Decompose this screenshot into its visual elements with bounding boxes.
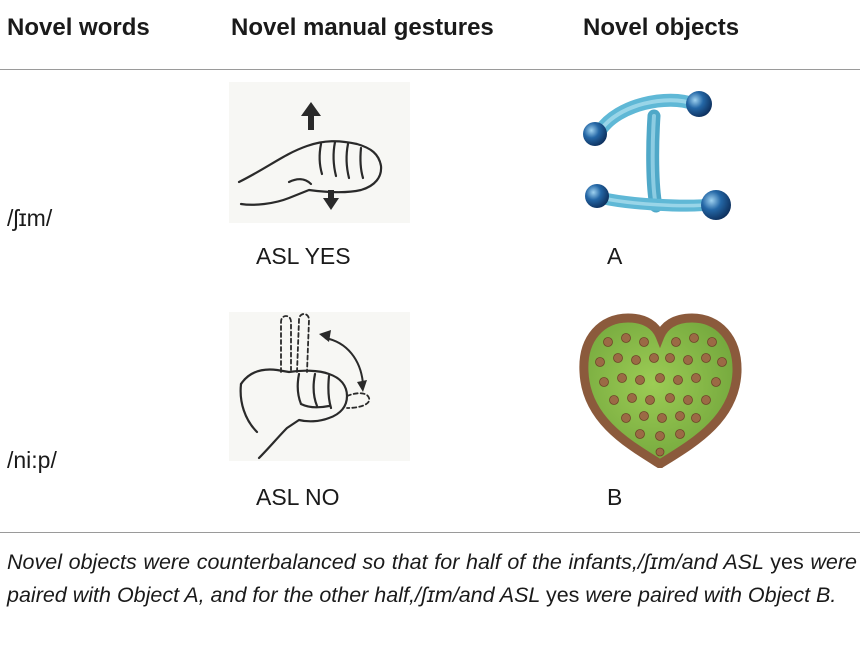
gesture-caption: ASL NO xyxy=(256,484,340,510)
object-caption: A xyxy=(607,243,623,269)
table-rule-bottom xyxy=(0,532,860,533)
blue-bead-frame-object xyxy=(583,91,731,220)
word-cell: /ʃɪm/ xyxy=(7,205,53,231)
gesture-caption: ASL YES xyxy=(256,243,351,269)
object-caption: B xyxy=(607,484,623,510)
green-spiked-heart-object xyxy=(579,313,742,468)
footnote-text: Novel objects were counterbalanced so th… xyxy=(7,550,764,574)
footnote-text: yes xyxy=(770,550,804,574)
footnote-text: were paired with Object B. xyxy=(579,583,837,607)
word-cell: /ni:p/ xyxy=(7,447,57,473)
table-rule-top xyxy=(0,69,860,70)
table-footnote: Novel objects were counterbalanced so th… xyxy=(7,546,857,612)
column-header-gestures: Novel manual gestures xyxy=(231,14,494,41)
column-header-words: Novel words xyxy=(7,14,150,41)
finger-tap-gesture-icon xyxy=(229,312,410,461)
footnote-text: yes xyxy=(545,583,580,607)
fist-nodding-gesture-icon xyxy=(229,82,410,223)
footnote-text: were paired with Object A, and for the o… xyxy=(7,550,857,607)
column-header-objects: Novel objects xyxy=(583,14,740,41)
